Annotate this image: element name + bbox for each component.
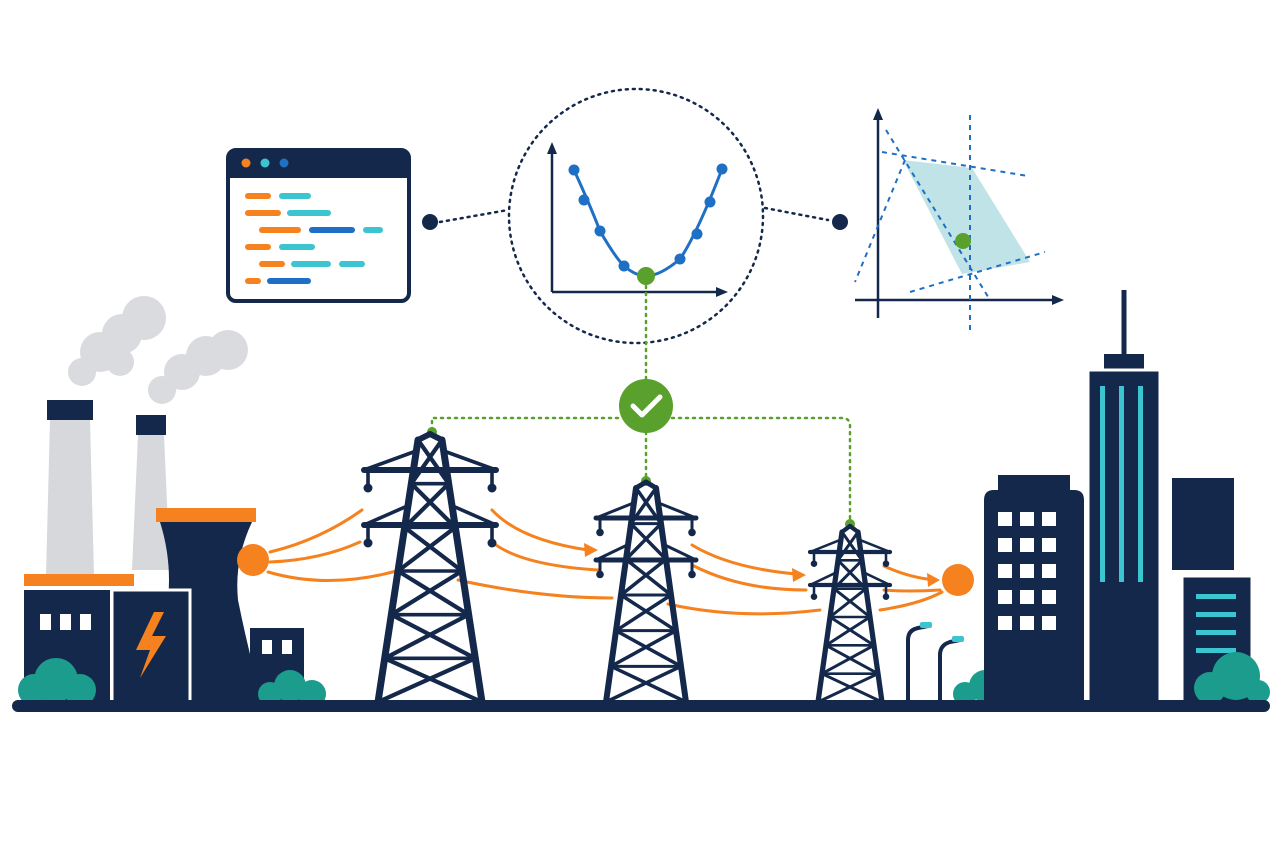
insulator xyxy=(882,593,890,600)
y-axis-arrow xyxy=(547,142,557,154)
solution-point xyxy=(955,233,971,249)
building-right-top xyxy=(1172,478,1234,570)
verification-links xyxy=(430,284,852,522)
chimney-cap-right xyxy=(136,415,166,435)
curve-points xyxy=(568,163,728,272)
insulator xyxy=(363,483,373,493)
insulator xyxy=(688,528,696,537)
optimum-point xyxy=(637,267,655,285)
plant-roof-stripe xyxy=(24,574,134,586)
lamp-light-1 xyxy=(920,622,932,628)
chimney-right xyxy=(132,435,170,570)
skyscraper-stripes xyxy=(1100,386,1143,582)
bush-far-right xyxy=(1194,652,1270,704)
convex-curve-icon xyxy=(507,87,765,345)
insulator xyxy=(596,528,604,537)
checkmark-icon xyxy=(619,379,673,433)
transmission-tower-icon xyxy=(807,523,893,705)
window-dot-3 xyxy=(279,158,289,168)
x-axis-arrow xyxy=(716,287,728,297)
connector-node-left xyxy=(422,214,438,230)
insulator xyxy=(688,570,696,579)
connector-node-right xyxy=(832,214,848,230)
connector-line-left xyxy=(438,208,510,224)
street-lamp-icon xyxy=(906,624,962,702)
transmission-tower-icon xyxy=(593,479,699,705)
code-lines xyxy=(245,193,383,284)
chimney-cap-left xyxy=(47,400,93,420)
power-source-node xyxy=(237,544,269,576)
window-dot-1 xyxy=(241,158,251,168)
code-window-icon xyxy=(226,148,411,303)
insulator xyxy=(363,538,373,548)
connector-line-right xyxy=(763,206,830,222)
power-sink-node xyxy=(942,564,974,596)
insulator xyxy=(596,570,604,579)
lightning-icon xyxy=(136,612,166,678)
insulator xyxy=(810,593,818,600)
ground-line xyxy=(12,700,1270,712)
cooling-tower-rim xyxy=(156,508,256,522)
city-buildings-icon xyxy=(984,290,1270,704)
feasible-region xyxy=(903,160,1030,274)
lamp-light-2 xyxy=(952,636,964,642)
insulator xyxy=(882,560,890,567)
smoke-right xyxy=(148,330,248,404)
office-windows xyxy=(998,512,1056,630)
constraint-lines xyxy=(854,115,1046,330)
power-plant-icon xyxy=(18,296,326,708)
convex-curve xyxy=(572,168,724,278)
insulator xyxy=(487,483,497,493)
smoke-left xyxy=(68,296,166,386)
chimney-left xyxy=(46,420,94,575)
insulator xyxy=(810,560,818,567)
insulator xyxy=(487,538,497,548)
bush-left xyxy=(18,658,96,706)
transmission-tower-icon xyxy=(361,431,499,706)
building-right-stripes xyxy=(1196,594,1236,653)
window-dot-2 xyxy=(260,158,270,168)
power-line-arrows xyxy=(584,543,940,587)
dotted-circle xyxy=(507,87,765,345)
power-lines xyxy=(266,508,944,616)
feasible-region-icon xyxy=(854,108,1064,330)
